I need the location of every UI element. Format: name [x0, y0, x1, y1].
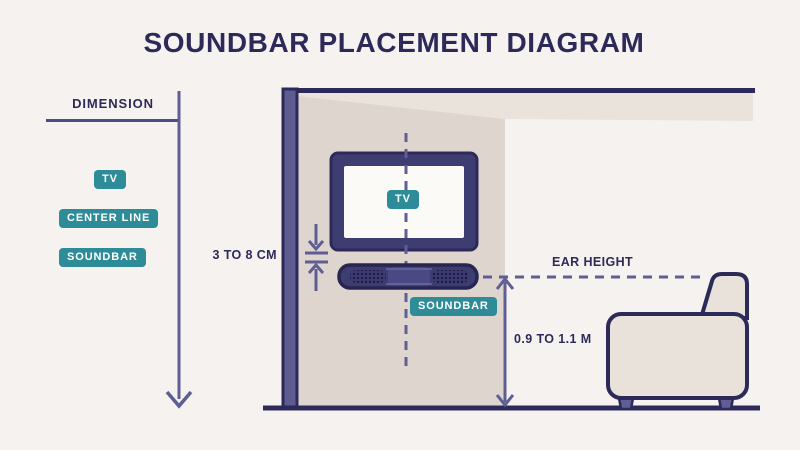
legend-badge-soundbar: SOUNDBAR: [59, 248, 146, 267]
soundbar-badge: SOUNDBAR: [410, 297, 497, 316]
tv-badge: TV: [387, 190, 419, 209]
soundbar-illustration: [337, 263, 479, 290]
ceiling-surface: [297, 92, 753, 121]
height-dimension-arrow: [495, 276, 515, 408]
page-title: SOUNDBAR PLACEMENT DIAGRAM: [143, 27, 645, 58]
gap-dimension-arrows: [305, 224, 328, 291]
wall-section: [281, 87, 299, 411]
legend-axis: [46, 91, 193, 409]
speaker-grille-left: [350, 270, 386, 283]
height-dimension-label: 0.9 TO 1.1 M: [514, 332, 592, 346]
legend-heading: DIMENSION: [72, 96, 154, 111]
gap-dimension-label: 3 TO 8 CM: [212, 248, 277, 262]
ear-height-label: EAR HEIGHT: [552, 255, 634, 269]
arrow-down-icon: [165, 390, 193, 409]
legend-badge-center-line: CENTER LINE: [59, 209, 159, 228]
legend-badge-tv: TV: [94, 170, 126, 189]
couch-illustration: [606, 272, 749, 411]
couch-body: [606, 312, 749, 400]
couch-backrest: [698, 272, 749, 320]
speaker-grille-right: [432, 270, 469, 283]
